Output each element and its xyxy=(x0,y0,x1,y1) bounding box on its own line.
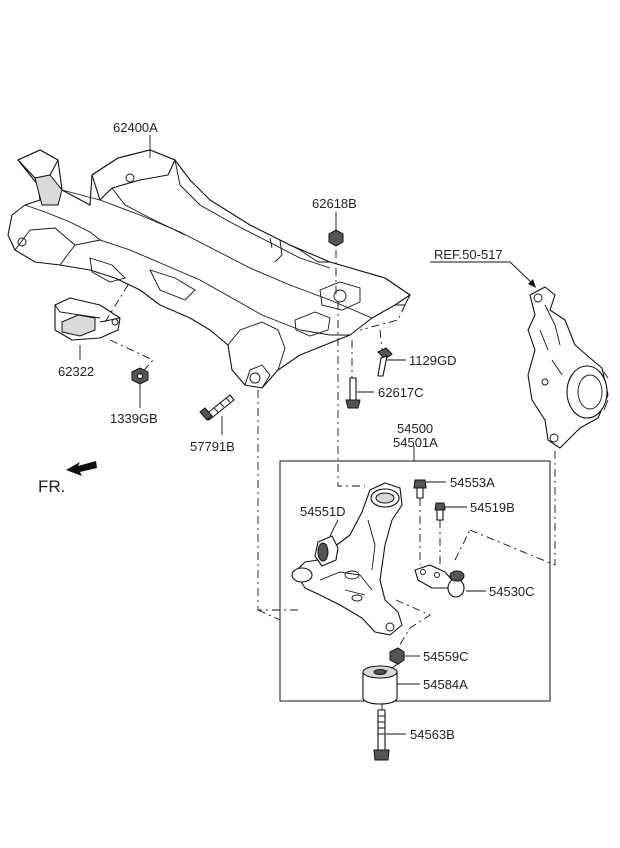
nut-54559-drawing xyxy=(389,647,405,665)
label-front: FR. xyxy=(38,477,66,496)
label-bolt-54563: 54563B xyxy=(410,727,455,742)
label-bolt-57791: 57791B xyxy=(190,439,235,454)
label-nut-1339: 1339GB xyxy=(110,411,158,426)
label-bolt-62617: 62617C xyxy=(378,385,424,400)
label-bushing-front: 54551D xyxy=(300,504,346,519)
label-nut-62618: 62618B xyxy=(312,196,357,211)
bolt-54519-drawing xyxy=(434,502,446,521)
label-bolt-54553: 54553A xyxy=(450,475,495,490)
label-mount: 62322 xyxy=(58,364,95,379)
nut-1339-drawing xyxy=(131,367,149,385)
nut-62618-drawing xyxy=(328,229,344,247)
bolt-57791-drawing xyxy=(199,394,235,421)
bolt-54563-drawing xyxy=(373,709,390,761)
mount-drawing xyxy=(54,297,121,341)
label-subframe: 62400A xyxy=(113,120,158,135)
bolt-62617-drawing xyxy=(345,377,361,409)
subframe-drawing xyxy=(7,149,411,389)
label-arm-assy: 54500 xyxy=(397,421,434,436)
label-bolt-1129: 1129GD xyxy=(409,353,457,368)
ball-joint-drawing xyxy=(414,564,465,598)
bolt-54553-drawing xyxy=(413,479,427,499)
label-nut-54559: 54559C xyxy=(423,649,469,664)
label-bushing-rear: 54584A xyxy=(423,677,468,692)
label-bolt-54519: 54519B xyxy=(470,500,515,515)
lower-arm-drawing xyxy=(291,482,403,636)
bushing-rear-drawing xyxy=(362,665,398,705)
label-arm-assy-2: 54501A xyxy=(393,435,438,450)
label-ball-joint: 54530C xyxy=(489,584,535,599)
bushing-front-drawing xyxy=(314,535,339,567)
assembly-lines xyxy=(104,250,556,710)
knuckle-drawing xyxy=(527,286,609,449)
front-arrow-icon xyxy=(66,461,97,476)
bolt-1129-drawing xyxy=(377,347,393,377)
label-ref: REF.50-517 xyxy=(434,247,503,262)
leader-lines xyxy=(79,135,536,735)
